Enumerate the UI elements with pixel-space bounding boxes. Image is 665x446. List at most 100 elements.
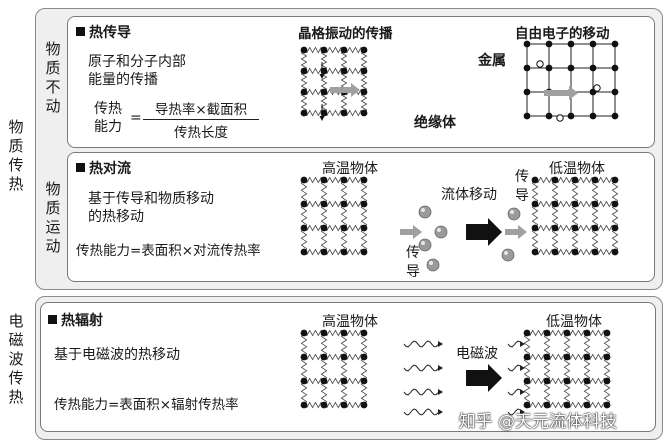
spring-bond (360, 332, 368, 358)
insulator-label: 绝缘体 (414, 115, 456, 131)
convection-hot-lattice (300, 176, 368, 256)
atom-dot (591, 200, 599, 208)
particle-highlight (421, 208, 425, 212)
atom-dot (320, 401, 328, 409)
atom-dot (567, 40, 575, 48)
spring-bond (534, 176, 556, 184)
spring-bond (531, 227, 539, 253)
em-wave-icon (403, 340, 439, 348)
bullet-square-icon (76, 163, 85, 172)
radiation-title-text: 热辐射 (61, 313, 103, 329)
spring-bond (340, 332, 348, 358)
atom-dot (320, 200, 328, 208)
spring-bond (340, 356, 348, 382)
particle-highlight (510, 210, 514, 214)
metal-lattice (523, 40, 619, 120)
convection-title: 热对流 (76, 158, 131, 178)
atom-dot (543, 329, 551, 337)
label-em-heat-transfer: 电 磁 波 传 热 (8, 312, 24, 406)
atom-dot (571, 248, 579, 256)
atom-dot (340, 109, 348, 117)
spring-bond (343, 329, 365, 337)
spring-bond (343, 377, 365, 385)
spring-bond (594, 224, 616, 232)
spring-bond (543, 356, 551, 382)
spring-bond (343, 401, 365, 409)
conduction-panel (67, 16, 655, 148)
spring-bond (554, 224, 576, 232)
atom-dot (531, 176, 539, 184)
atom-dot (523, 40, 531, 48)
em-wave-icon (507, 408, 521, 416)
spring-bond (603, 356, 611, 382)
atom-dot (567, 64, 575, 72)
atom-dot (320, 224, 328, 232)
spring-bond (303, 224, 325, 232)
spring-bond (360, 91, 368, 114)
spring-bond (360, 179, 368, 205)
atom-dot (563, 353, 571, 361)
label-material-moving: 物 质 运 动 (45, 180, 61, 255)
spring-bond (546, 353, 568, 361)
electron-icon (556, 114, 564, 122)
spring-bond (323, 353, 345, 361)
black-arrow-icon (466, 364, 502, 392)
black-arrow-icon (466, 218, 502, 246)
em-wave-icon (403, 388, 439, 396)
atom-dot (571, 224, 579, 232)
radiation-formula: 传热能力=表面积×辐射传热率 (54, 397, 239, 413)
fluid-particle-icon (434, 225, 448, 239)
wave-arrowhead-icon (520, 389, 525, 395)
gray-arrow-icon (505, 225, 527, 239)
spring-bond (300, 203, 308, 229)
spring-bond (534, 248, 556, 256)
convection-title-text: 热对流 (89, 161, 131, 177)
radiation-title: 热辐射 (48, 310, 103, 330)
electron-icon (593, 84, 601, 92)
atom-dot (340, 224, 348, 232)
spring-bond (343, 224, 365, 232)
atom-dot (611, 112, 619, 120)
spring-bond (320, 91, 328, 114)
spring-bond (531, 179, 539, 205)
atom-dot (523, 401, 531, 409)
atom-dot (551, 176, 559, 184)
spring-bond (300, 179, 308, 205)
spring-bond (340, 49, 348, 72)
atom-dot (543, 377, 551, 385)
atom-dot (360, 353, 368, 361)
spring-bond (323, 377, 345, 385)
spring-bond (554, 176, 576, 184)
spring-bond (300, 227, 308, 253)
atom-dot (591, 224, 599, 232)
atom-dot (360, 46, 368, 54)
spring-bond (526, 401, 548, 409)
electron-title: 自由电子的移动 (515, 26, 610, 42)
atom-dot (563, 329, 571, 337)
spring-bond (300, 70, 308, 93)
spring-bond (543, 332, 551, 358)
spring-bond (563, 332, 571, 358)
electron-icon (536, 60, 544, 68)
em-wave-icon (507, 388, 521, 396)
atom-dot (340, 353, 348, 361)
convection-cold-label: 低温物体 (549, 161, 605, 177)
atom-dot (320, 46, 328, 54)
spring-bond (546, 329, 568, 337)
atom-dot (583, 353, 591, 361)
spring-bond (563, 380, 571, 406)
spring-bond (343, 67, 365, 75)
conduction-description: 原子和分子内部 能量的传播 (88, 54, 186, 88)
spring-bond (343, 46, 365, 54)
spring-bond (343, 109, 365, 117)
spring-bond (594, 200, 616, 208)
atom-dot (360, 248, 368, 256)
atom-dot (360, 329, 368, 337)
atom-dot (583, 329, 591, 337)
spring-bond (320, 179, 328, 205)
spring-bond (303, 377, 325, 385)
radiation-panel (40, 302, 656, 432)
atom-dot (300, 176, 308, 184)
spring-bond (323, 46, 345, 54)
spring-bond (586, 401, 608, 409)
